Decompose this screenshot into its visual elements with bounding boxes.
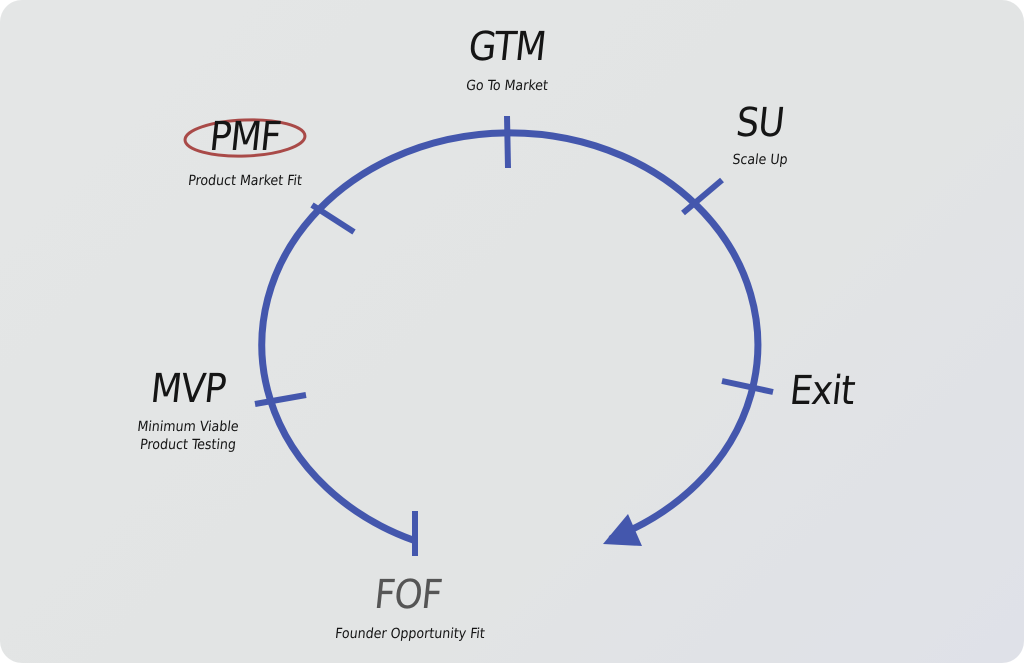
su-label: SU: [733, 100, 787, 146]
mvp-description-line2: Product Testing: [139, 437, 237, 453]
cycle-arc: [258, 129, 762, 544]
pmf-description: Product Market Fit: [187, 173, 303, 189]
fof-description: Founder Opportunity Fit: [334, 626, 486, 642]
su-description: Scale Up: [731, 152, 789, 168]
tick-gtm: [504, 115, 511, 169]
mvp-description-line1: Minimum Viable: [136, 419, 240, 435]
mvp-label: MVP: [148, 366, 228, 412]
tick-exit: [721, 378, 774, 395]
gtm-description: Go To Market: [465, 78, 549, 94]
tick-pmf: [310, 202, 356, 235]
gtm-label: GTM: [466, 24, 548, 70]
tick-su: [681, 177, 724, 216]
fof-label: FOF: [372, 572, 444, 618]
pmf-highlight-circle: [183, 118, 307, 158]
pmf-label: PMF: [207, 114, 283, 160]
arrowhead-icon: [603, 514, 642, 546]
exit-label: Exit: [787, 368, 857, 414]
tick-mvp: [254, 392, 307, 407]
